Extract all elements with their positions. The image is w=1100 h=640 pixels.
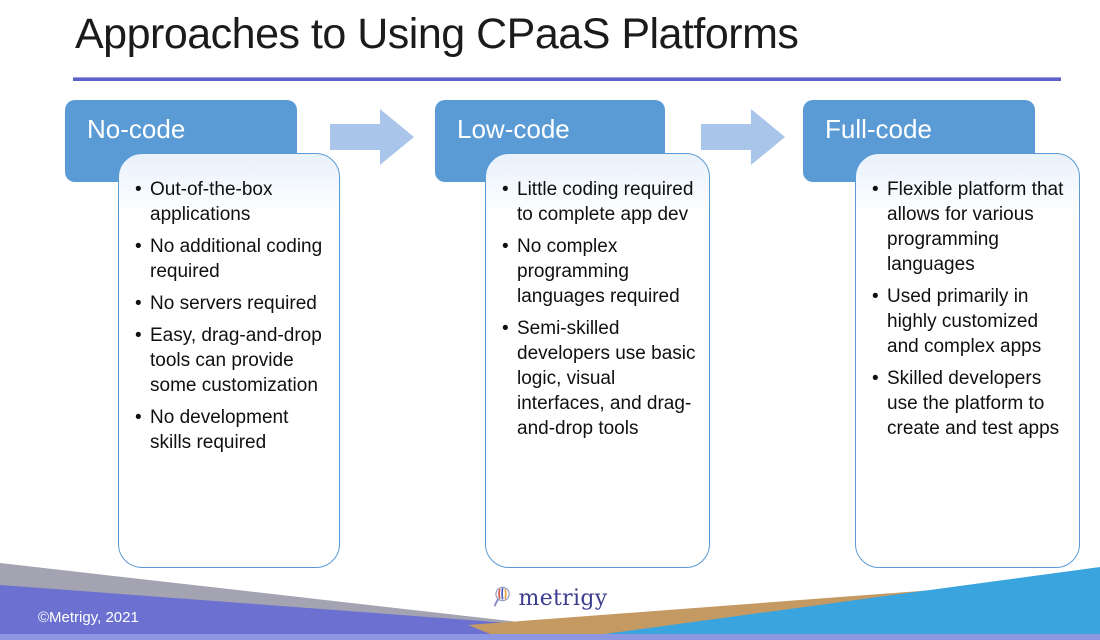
list-item: Skilled developers use the platform to c… [872, 366, 1067, 441]
metrigy-logo: metrigy [493, 585, 608, 611]
no-code-content-box: Out-of-the-box applications No additiona… [118, 153, 340, 568]
list-item: Easy, drag-and-drop tools can provide so… [135, 323, 330, 398]
copyright-text: ©Metrigy, 2021 [38, 609, 139, 626]
slide-title: Approaches to Using CPaaS Platforms [75, 10, 799, 58]
list-item: No servers required [135, 291, 330, 316]
magnifier-logo-icon [493, 586, 510, 607]
full-code-content-box: Flexible platform that allows for variou… [855, 153, 1080, 568]
right-arrow-icon [330, 109, 414, 165]
list-item: Little coding required to complete app d… [502, 177, 697, 227]
list-item: Out-of-the-box applications [135, 177, 330, 227]
title-underline [73, 77, 1061, 81]
list-item: Flexible platform that allows for variou… [872, 177, 1067, 277]
no-code-bullet-list: Out-of-the-box applications No additiona… [119, 154, 339, 455]
logo-wordmark: metrigy [518, 585, 608, 611]
list-item: No complex programming languages require… [502, 234, 697, 309]
right-arrow-icon [701, 109, 785, 165]
footer-ribbon-art [0, 563, 1100, 640]
low-code-bullet-list: Little coding required to complete app d… [486, 154, 709, 441]
no-code-header-label: No-code [87, 114, 186, 144]
low-code-header-label: Low-code [457, 114, 570, 144]
full-code-header-label: Full-code [825, 114, 932, 144]
list-item: Used primarily in highly customized and … [872, 284, 1067, 359]
list-item: No additional coding required [135, 234, 330, 284]
list-item: Semi-skilled developers use basic logic,… [502, 316, 697, 441]
low-code-content-box: Little coding required to complete app d… [485, 153, 710, 568]
full-code-bullet-list: Flexible platform that allows for variou… [856, 154, 1079, 441]
list-item: No development skills required [135, 405, 330, 455]
